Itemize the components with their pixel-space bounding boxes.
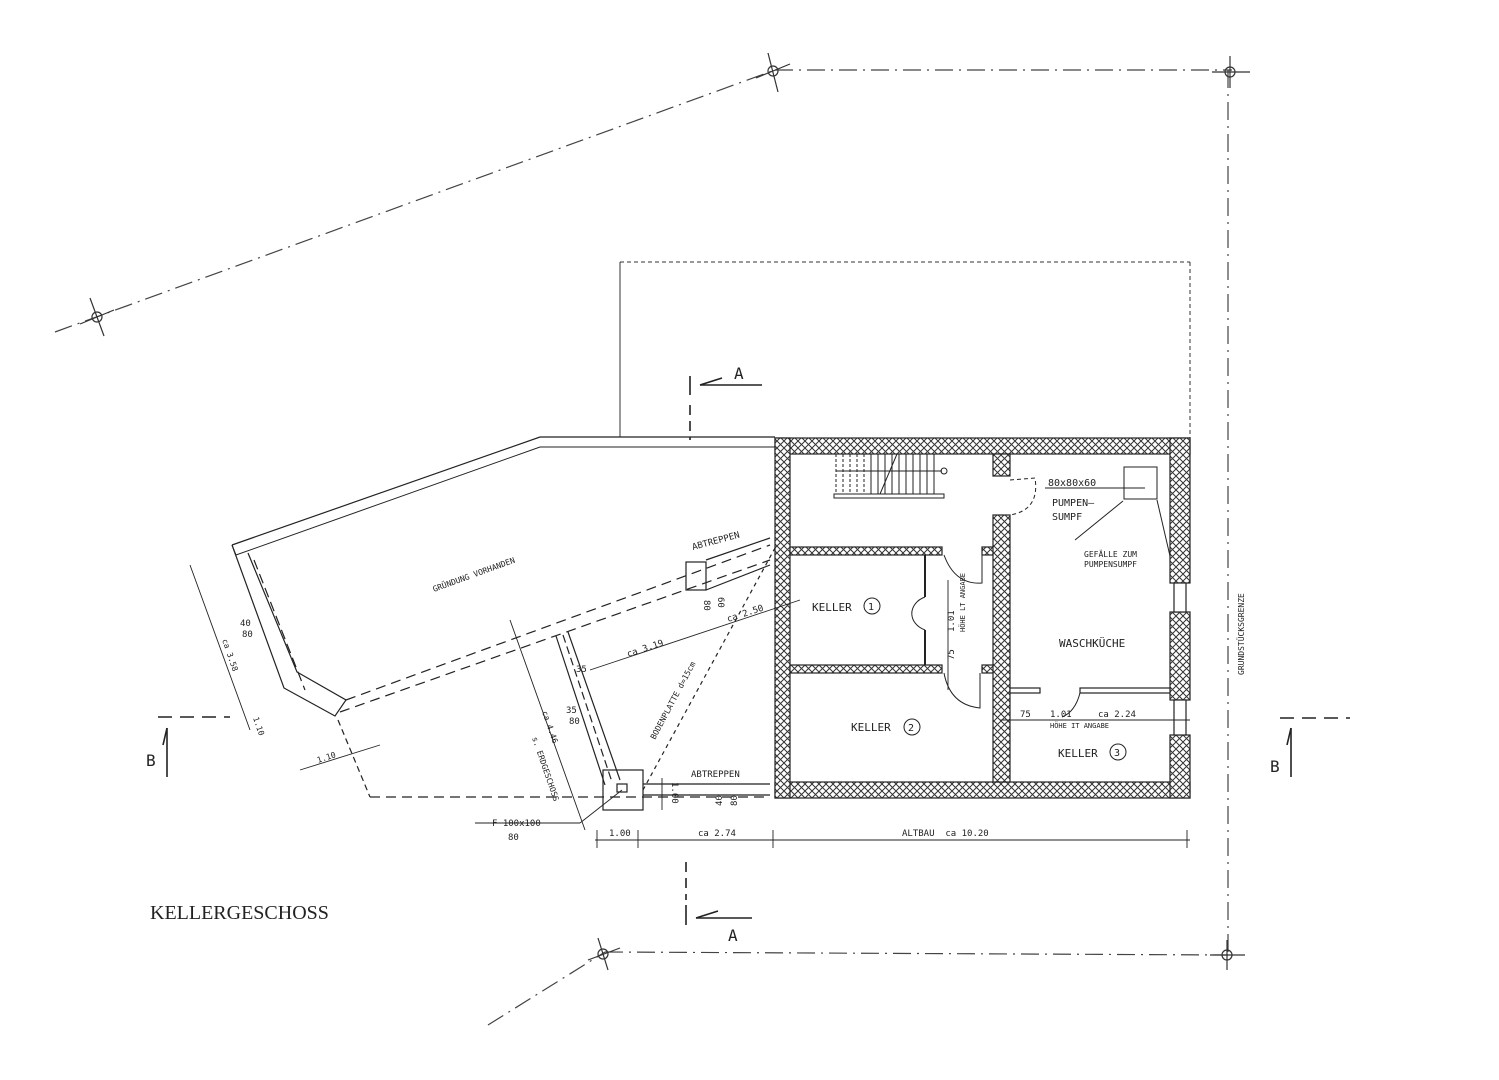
property-boundary bbox=[54, 69, 1232, 1026]
step-down-1: ABTREPPEN bbox=[691, 531, 741, 553]
footing-label: F 100x100 bbox=[492, 819, 541, 829]
dim-80: 80 bbox=[242, 630, 253, 640]
room-number-badge bbox=[1109, 743, 1127, 761]
door-swings bbox=[911, 477, 1081, 718]
slab-note: BODENPLATTE d=15cm bbox=[649, 660, 698, 741]
annex-foundation bbox=[231, 436, 776, 811]
dim-1-01b: 1.01 bbox=[1050, 710, 1072, 720]
dim-35: 35 bbox=[576, 665, 587, 675]
dim-75b: 75 bbox=[1020, 710, 1031, 720]
foundation-existing: GRÜNDUNG VORHANDEN bbox=[431, 555, 516, 594]
dim-3-19: ca 3.19 bbox=[626, 639, 665, 660]
room-number-badge bbox=[863, 597, 881, 615]
dimension-lines bbox=[189, 564, 1190, 848]
room-number: 1 bbox=[868, 602, 874, 613]
upper-building-outline bbox=[619, 261, 1191, 440]
height-note: HÖHE LT ANGABE bbox=[958, 573, 967, 632]
sump-label-2: SUMPF bbox=[1052, 512, 1082, 523]
see-ground-floor: s. ERDGESCHOSS bbox=[530, 736, 561, 803]
drawing-title: KELLERGESCHOSS bbox=[150, 902, 329, 924]
dim-f35-top: 35 bbox=[566, 706, 577, 716]
room-keller-2: KELLER bbox=[851, 721, 891, 734]
dim-1-00v: 1.00 bbox=[669, 782, 679, 804]
dim-4-46: ca 4.46 bbox=[540, 710, 560, 745]
slope-note-2: PUMPENSUMPF bbox=[1084, 560, 1137, 569]
room-waschkueche: WASCHKÜCHE bbox=[1059, 637, 1125, 650]
staircase bbox=[833, 453, 948, 499]
room-number: 3 bbox=[1114, 748, 1120, 759]
dim-1-10a: 1.10 bbox=[251, 716, 266, 737]
dim-2-24: ca 2.24 bbox=[1098, 710, 1136, 720]
section-markers bbox=[158, 376, 1350, 925]
dim-80c: 80 bbox=[730, 795, 740, 806]
height-note-2: HÖHE IT ANGABE bbox=[1050, 721, 1109, 730]
pump-sump bbox=[1045, 466, 1171, 557]
dim-2-74: ca 2.74 bbox=[698, 829, 736, 839]
dim-80b: 80 bbox=[701, 600, 711, 611]
dim-75: 75 bbox=[947, 649, 957, 660]
dim-1-10b: 1.10 bbox=[316, 750, 337, 765]
dim-40: 40 bbox=[240, 619, 251, 629]
dim-f35-bot: 80 bbox=[569, 717, 580, 727]
dim-40b: 40 bbox=[715, 795, 725, 806]
dim-1-01: 1.01 bbox=[947, 610, 957, 632]
boundary-marker-icon bbox=[79, 52, 1250, 971]
dim-2-50: ca 2.50 bbox=[726, 604, 765, 625]
dim-60: 60 bbox=[715, 597, 725, 608]
sump-size: 80x80x60 bbox=[1048, 478, 1096, 489]
section-a-bottom: A bbox=[728, 926, 738, 945]
section-b-left: B bbox=[146, 751, 156, 770]
step-down-2: ABTREPPEN bbox=[691, 770, 740, 780]
dim-1-00: 1.00 bbox=[609, 829, 631, 839]
room-keller-1: KELLER bbox=[812, 601, 852, 614]
room-number: 2 bbox=[908, 723, 914, 734]
room-keller-3: KELLER bbox=[1058, 747, 1098, 760]
room-name: KELLER bbox=[812, 601, 852, 614]
section-b-right: B bbox=[1270, 757, 1280, 776]
altbau-walls bbox=[774, 437, 1191, 799]
room-number-badge bbox=[903, 718, 921, 736]
property-line-label: GRUNDSTÜCKSGRENZE bbox=[1236, 593, 1246, 675]
footing-depth: 80 bbox=[508, 833, 519, 843]
slope-note-1: GEFÄLLE ZUM bbox=[1084, 549, 1137, 559]
dim-altbau: ALTBAU ca 10.20 bbox=[902, 829, 989, 839]
section-a-top: A bbox=[734, 364, 744, 383]
sump-label-1: PUMPEN– bbox=[1052, 498, 1095, 509]
